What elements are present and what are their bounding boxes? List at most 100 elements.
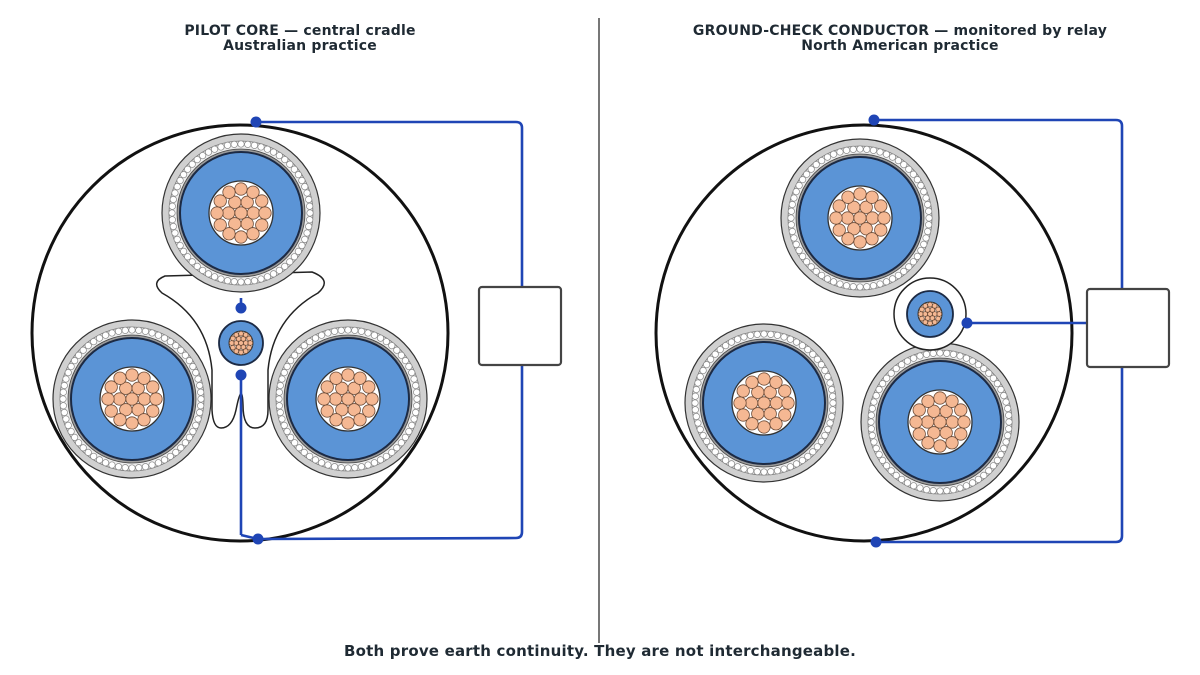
armour-wire [148,329,156,337]
conductor-strand [234,206,248,220]
conductor-strand [222,227,236,241]
armour-wire [408,421,416,429]
armour-wire [189,362,197,371]
armour-wire [281,262,289,270]
armour-wire [364,329,372,337]
armour-wire [263,145,271,153]
caption: Both prove earth continuity. They are no… [343,642,857,660]
right-panel-title: GROUND-CHECK CONDUCTOR — monitored by re… [692,23,1108,39]
armour-wire [790,194,798,202]
armour-wire [803,258,811,266]
armour-wire [351,464,359,472]
armour-wire [924,227,932,236]
armour-wire [916,352,924,360]
armour-wire [171,189,179,197]
conductor-strand [832,199,846,213]
armour-wire [868,431,876,440]
armour-wire [102,331,110,339]
conductor-strand [919,306,925,313]
armour-wire [1005,425,1013,433]
armour-wire [357,327,366,335]
armour-wire [780,333,788,341]
armour-wire [962,482,970,490]
armour-wire [121,464,129,472]
armour-wire [817,361,825,369]
armour-wire [716,452,724,460]
armour-wire [936,487,944,495]
armour-wire [898,475,906,483]
armour-wire [275,402,283,410]
armour-wire [257,275,265,283]
armour-wire [799,176,807,184]
armour-wire [148,461,156,469]
conductor-strand [769,375,783,389]
armour-wire [295,444,303,452]
armour-wire [917,246,925,255]
armour-wire [818,271,826,279]
armour-wire [798,456,806,464]
armour-wire [699,366,707,375]
armour-wire [867,418,875,426]
armour-wire [199,266,207,274]
armour-wire [892,471,900,479]
armour-wire [301,235,309,243]
armour-wire [269,148,278,156]
conductor-strand [362,380,376,394]
armour-wire [821,366,829,375]
armour-wire [382,452,390,460]
conductor-strand [101,392,115,406]
conductor-strand [137,371,151,385]
armour-wire [753,330,761,338]
armour-wire [894,157,902,165]
armour-wire [121,326,129,334]
armour-wire [287,433,295,441]
armour-wire [711,448,719,456]
left-monitor-box [477,285,563,367]
conductor-strand [736,384,750,398]
armour-wire [370,331,378,339]
armour-wire [171,229,179,237]
armour-wire [980,471,988,479]
armour-wire [223,141,232,149]
armour-wire [397,351,405,359]
conductor-strand [246,344,252,351]
armour-wire [929,487,937,495]
left-power-core-left [52,319,212,479]
armour-wire [792,240,800,248]
conductor-strand [936,311,943,317]
conductor-strand [213,218,227,232]
conductor-strand [912,427,926,441]
armour-wire [275,266,283,274]
pilot-core [218,320,264,366]
armour-wire [916,484,924,492]
armour-wire [330,463,339,471]
armour-wire [141,327,150,335]
armour-wire [75,351,83,359]
conductor-strand [917,311,924,317]
armour-wire [306,202,314,210]
armour-wire [197,388,205,396]
armour-wire [900,161,908,169]
armour-wire [900,267,908,275]
armour-wire [95,334,104,342]
conductor-strand [847,222,861,236]
conductor-strand [736,408,750,422]
armour-wire [295,346,303,354]
armour-wire [792,188,800,196]
armour-wire [237,140,245,148]
conductor-strand [931,319,938,325]
armour-wire [193,156,201,164]
armour-wire [114,463,123,471]
armour-wire [192,369,200,377]
conductor-strand [877,211,891,225]
armour-wire [993,456,1001,464]
armour-wire [830,278,838,286]
armour-wire [773,331,782,339]
armour-wire [753,468,761,476]
left-panel-title: PILOT CORE — central cradle [184,23,416,39]
conductor-strand [365,392,379,406]
armour-wire [275,152,283,160]
armour-wire [829,406,837,414]
conductor-strand [763,385,777,399]
armour-wire [410,375,418,383]
